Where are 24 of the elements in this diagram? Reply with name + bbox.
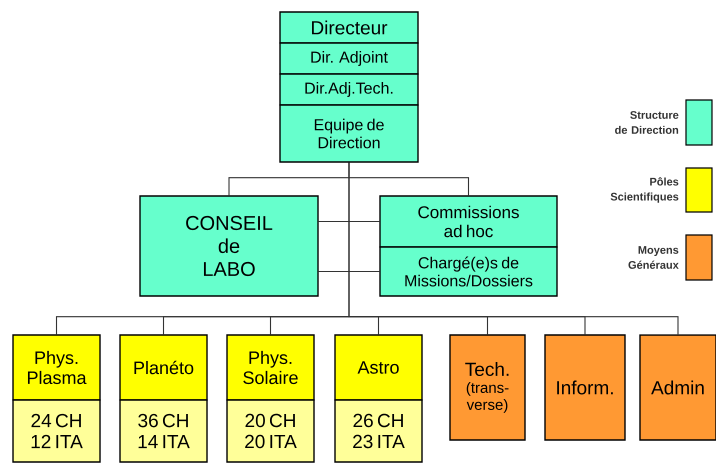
division-box: Phys. Solaire — [226, 334, 315, 401]
division-box: Phys. Plasma — [12, 334, 101, 401]
legend-label: Structure de Direction — [615, 111, 678, 134]
title-box: Directeur — [279, 11, 419, 44]
division-box: Astro — [334, 334, 423, 401]
service-box: Inform. — [544, 334, 626, 441]
mission-box: Chargé(e)s de Missions/Dossiers — [379, 246, 558, 297]
service-box: Tech. (trans-verse) — [449, 334, 526, 441]
role-box: Dir.Adj.Tech. — [279, 73, 419, 106]
connector-line — [348, 162, 679, 334]
staff-box: 36 CH 14 ITA — [119, 399, 208, 463]
role-box: Dir. Adjoint — [279, 42, 419, 75]
council-box: CONSEIL de LABO — [139, 195, 319, 297]
service-box: Admin — [639, 334, 716, 441]
division-box: Planéto — [119, 334, 208, 401]
connector-line — [318, 220, 380, 222]
team-box: Equipe de Direction — [279, 104, 419, 163]
staff-box: 20 CH 20 ITA — [226, 399, 315, 463]
committee-box: Commissions ad hoc — [379, 195, 558, 248]
connector-line — [318, 270, 380, 272]
legend-label: Moyens Généraux — [628, 246, 679, 269]
staff-box: 26 CH 23 ITA — [334, 399, 423, 463]
staff-box: 24 CH 12 ITA — [12, 399, 101, 463]
legend-label: Pôles Scientifiques — [610, 177, 678, 203]
